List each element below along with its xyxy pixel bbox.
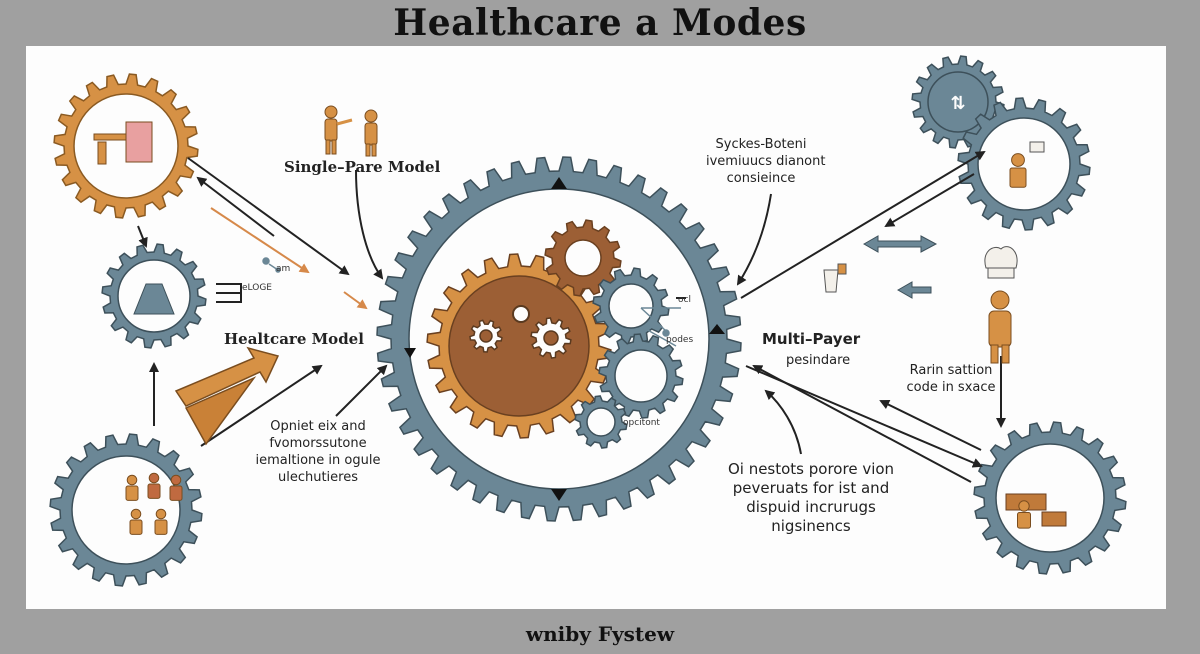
oi-nestots-line-3: dispuid incrurugs xyxy=(746,498,876,516)
opniet-line-1: Opniet eix and xyxy=(270,419,366,434)
arrow-center-to-top-right xyxy=(740,150,986,299)
arrow-top-right-to-center xyxy=(884,173,975,228)
gray-double-arrow xyxy=(862,235,938,299)
rarin-line-2: code in sxace xyxy=(906,380,996,395)
center-gray-gear-3 xyxy=(574,395,628,449)
sysckes-line-1: Syckes-Boteni xyxy=(715,137,807,152)
rarin-text-block: Rarin sattion code in sxace xyxy=(896,362,1006,396)
opniet-line-3: iemaltione in ogule xyxy=(255,453,381,468)
page-title: Healthcare a Modes xyxy=(393,2,807,44)
arrow-rarin-to-gear xyxy=(879,400,982,451)
sysckes-line-3: consieince xyxy=(726,171,796,186)
ring-triangles xyxy=(404,177,725,501)
arrow-bottom-left-to-center xyxy=(200,364,323,447)
worker-icon xyxy=(1017,500,1031,529)
arrow-opniet-to-center xyxy=(335,364,388,417)
people-icon-5 xyxy=(154,508,168,535)
top-right-big-gear xyxy=(957,97,1091,231)
small-podes-label: podes xyxy=(666,335,694,345)
accent-arrow-2 xyxy=(343,291,368,310)
oi-nestots-line-4: nigsinencs xyxy=(771,517,851,535)
lamp-icon xyxy=(823,263,847,293)
arrow-oi-to-center xyxy=(764,389,802,455)
big-orange-arrow xyxy=(174,346,280,446)
sysckes-line-2: ivemiuucs dianont xyxy=(706,154,826,169)
footer-caption: wniby Fystew xyxy=(525,622,675,646)
opniet-line-4: ulechutieres xyxy=(277,470,358,485)
oi-nestots-line-2: peveruats for ist and xyxy=(732,479,890,497)
accent-arrows xyxy=(210,207,368,310)
speech-bubble-icon xyxy=(1029,141,1045,153)
single-payer-model-label: Single–Pare Model xyxy=(284,158,441,176)
office-chair-icon xyxy=(97,141,107,165)
people-icon-3 xyxy=(169,474,183,501)
center-mini-gear-2 xyxy=(530,317,572,359)
multi-payer-label: Multi–Payer xyxy=(762,330,861,348)
doctor-icon xyxy=(1009,153,1027,188)
arrow-top-left-gear-down xyxy=(137,225,148,248)
opniet-text-block: Opniet eix and fvomorssutone iemaltione … xyxy=(248,418,388,486)
oi-nestots-text-block: Oi nestots porore vion peveruats for ist… xyxy=(716,460,906,536)
small-opcitont-label: opcitont xyxy=(623,418,660,428)
chef-hat-icon xyxy=(984,246,1018,279)
sysckes-text-block: Syckes-Boteni ivemiuucs dianont consiein… xyxy=(706,136,826,187)
bottom-right-gray-gear xyxy=(973,421,1127,575)
oi-nestots-line-1: Oi nestots porore vion xyxy=(727,460,895,478)
center-gray-gear-2 xyxy=(598,333,684,419)
small-am-label: am xyxy=(276,264,291,274)
person-figures xyxy=(324,105,1012,364)
center-big-orange-gear xyxy=(426,253,612,439)
tool-pot-icon xyxy=(1041,511,1067,527)
office-desk-icon xyxy=(93,133,129,141)
center-mini-gear-1 xyxy=(469,319,503,353)
small-eloge-label: eLOGE xyxy=(242,283,272,293)
office-cabinet-icon xyxy=(125,121,153,163)
scale-icon xyxy=(133,283,175,315)
center-gray-gear-1 xyxy=(592,267,670,345)
arrow-top-left-gear-to-center xyxy=(187,157,350,276)
up-arrows-icon: ⇅ xyxy=(950,93,965,114)
accent-arrow-1 xyxy=(210,207,310,274)
opniet-line-2: fvomorssutone xyxy=(269,436,367,451)
people-icon-4 xyxy=(129,508,143,535)
rarin-line-1: Rarin sattion xyxy=(909,363,993,378)
small-oci-label: ocl xyxy=(678,295,691,305)
arrow-center-to-top-left-gear xyxy=(196,176,275,237)
center-small-brown-gear xyxy=(544,219,622,297)
diagram-canvas: ⇅ xyxy=(49,55,1127,587)
people-icon-1 xyxy=(125,474,139,501)
arrow-sysckes-to-center xyxy=(736,193,772,286)
healthcare-model-label: Healtcare Model xyxy=(224,330,364,348)
multi-payer-sub-label: pesindare xyxy=(786,353,851,368)
diagram-panel: ⇅ xyxy=(26,46,1166,609)
arrow-bottom-right-to-multi xyxy=(752,365,972,483)
connector-arrows xyxy=(137,150,1006,483)
center-inner-details xyxy=(512,305,530,323)
people-icon-2 xyxy=(147,472,161,499)
inner-connectors xyxy=(262,257,681,347)
bottom-left-gray-gear xyxy=(49,433,203,587)
arrow-single-payer-to-center xyxy=(355,169,384,280)
